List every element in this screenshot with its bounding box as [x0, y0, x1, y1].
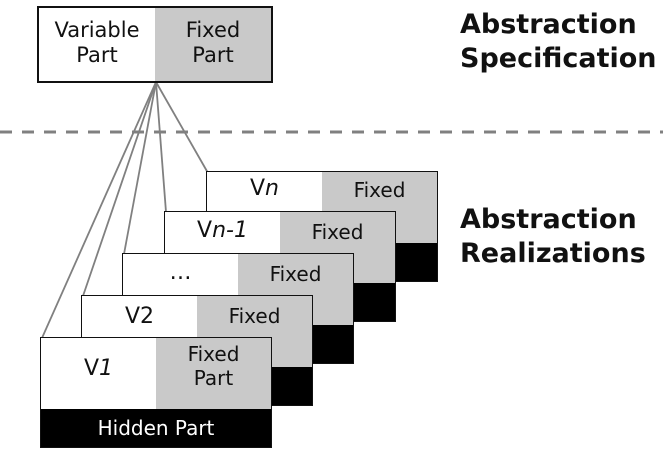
card-hidden-label: Hidden Part [97, 416, 215, 440]
card-variable-label: V1 [83, 356, 114, 381]
card-fixed-label: Fixed [228, 304, 281, 328]
card-fixed-area [156, 338, 271, 409]
connector-to-vdots [123, 81, 157, 255]
connector-to-v1 [41, 81, 157, 339]
card-fixed-label: Fixed [353, 178, 406, 202]
connector-to-v2 [82, 81, 157, 297]
card-fixed-label: Fixed [311, 220, 364, 244]
card-variable-label: Vn [249, 176, 279, 201]
card-variable-label: … [169, 260, 192, 285]
card-hidden-area [41, 409, 271, 447]
card-variable-label: V2 [124, 304, 155, 329]
card-variable-label: Vn-1 [197, 218, 248, 243]
connector-to-vn-1 [155, 81, 167, 213]
connector-to-vn [155, 81, 209, 174]
card-fixed-label: Fixed [269, 262, 322, 286]
spec-fixed-area [155, 8, 271, 81]
